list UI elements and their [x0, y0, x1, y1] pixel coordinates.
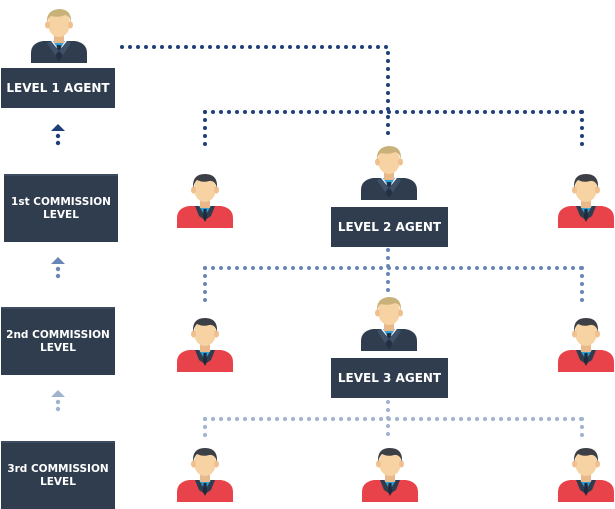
arrow-up-icon — [51, 257, 65, 279]
commission-level3-label: 3rd COMMISSION LEVEL — [1, 441, 115, 509]
level3-agent-label: LEVEL 3 AGENT — [331, 358, 448, 398]
person-icon — [558, 448, 614, 502]
person-icon — [177, 174, 233, 228]
person-icon — [558, 318, 614, 372]
businessman-icon — [361, 146, 417, 200]
businessman-icon — [31, 9, 87, 63]
commission-level1-label: 1st COMMISSION LEVEL — [4, 174, 118, 242]
level1-agent-label: LEVEL 1 AGENT — [1, 68, 115, 108]
person-icon — [177, 448, 233, 502]
person-icon — [558, 174, 614, 228]
connector-level1 — [120, 45, 584, 152]
level2-agent-label: LEVEL 2 AGENT — [331, 207, 448, 247]
businessman-icon — [361, 297, 417, 351]
commission-level2-label: 2nd COMMISSION LEVEL — [1, 307, 115, 375]
connector-level2 — [203, 248, 584, 304]
connector-level3 — [203, 400, 584, 438]
arrow-up-icon — [51, 124, 65, 146]
connector-level1-trunk — [120, 45, 390, 142]
arrow-up-icon — [51, 390, 65, 412]
person-icon — [362, 448, 418, 502]
person-icon — [177, 318, 233, 372]
